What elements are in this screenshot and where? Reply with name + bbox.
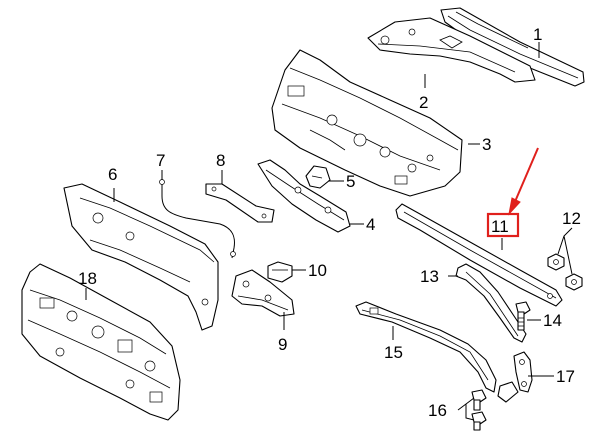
callout-10[interactable]: 10 xyxy=(308,261,327,280)
part-10-clip[interactable] xyxy=(267,261,293,283)
highlight-box-11 xyxy=(486,212,520,238)
part-2-cowl-panel[interactable] xyxy=(367,17,536,83)
part-11-long-strut[interactable] xyxy=(395,203,563,307)
callout-2[interactable]: 2 xyxy=(419,93,428,112)
callout-17[interactable]: 17 xyxy=(556,367,575,386)
part-7-cable[interactable] xyxy=(159,179,236,259)
part-5-cap[interactable] xyxy=(305,165,331,189)
part-6-side-panel[interactable] xyxy=(63,183,219,331)
part-9-lower-bracket[interactable] xyxy=(231,269,295,317)
part-16-bolts[interactable] xyxy=(471,389,487,431)
callout-8[interactable]: 8 xyxy=(216,151,225,170)
part-8-bracket[interactable] xyxy=(205,183,275,223)
part-14-bolt[interactable] xyxy=(515,301,531,331)
callout-13[interactable]: 13 xyxy=(420,267,439,286)
callout-5[interactable]: 5 xyxy=(346,172,355,191)
callout-14[interactable]: 14 xyxy=(543,311,562,330)
highlight-arrow xyxy=(508,147,539,216)
callout-6[interactable]: 6 xyxy=(108,165,117,184)
part-15-lower-rod[interactable] xyxy=(355,301,497,393)
callout-11[interactable]: 11 xyxy=(491,217,509,236)
leader-lines xyxy=(85,42,573,421)
callout-16[interactable]: 16 xyxy=(428,401,447,420)
part-13-brace[interactable] xyxy=(455,263,527,343)
callout-4[interactable]: 4 xyxy=(366,215,375,234)
part-17-small-bracket[interactable] xyxy=(497,351,533,403)
callout-1[interactable]: 1 xyxy=(533,25,542,44)
part-12-nuts[interactable] xyxy=(547,253,583,291)
part-3-dash-upper-panel[interactable] xyxy=(271,49,463,197)
callout-12[interactable]: 12 xyxy=(562,209,581,228)
part-4-side-panel[interactable] xyxy=(257,159,351,233)
callout-7[interactable]: 7 xyxy=(156,151,165,170)
callout-18[interactable]: 18 xyxy=(78,269,97,288)
callout-3[interactable]: 3 xyxy=(482,135,491,154)
callout-9[interactable]: 9 xyxy=(278,335,287,354)
part-18-firewall-panel[interactable] xyxy=(21,263,181,421)
callout-15[interactable]: 15 xyxy=(384,343,403,362)
